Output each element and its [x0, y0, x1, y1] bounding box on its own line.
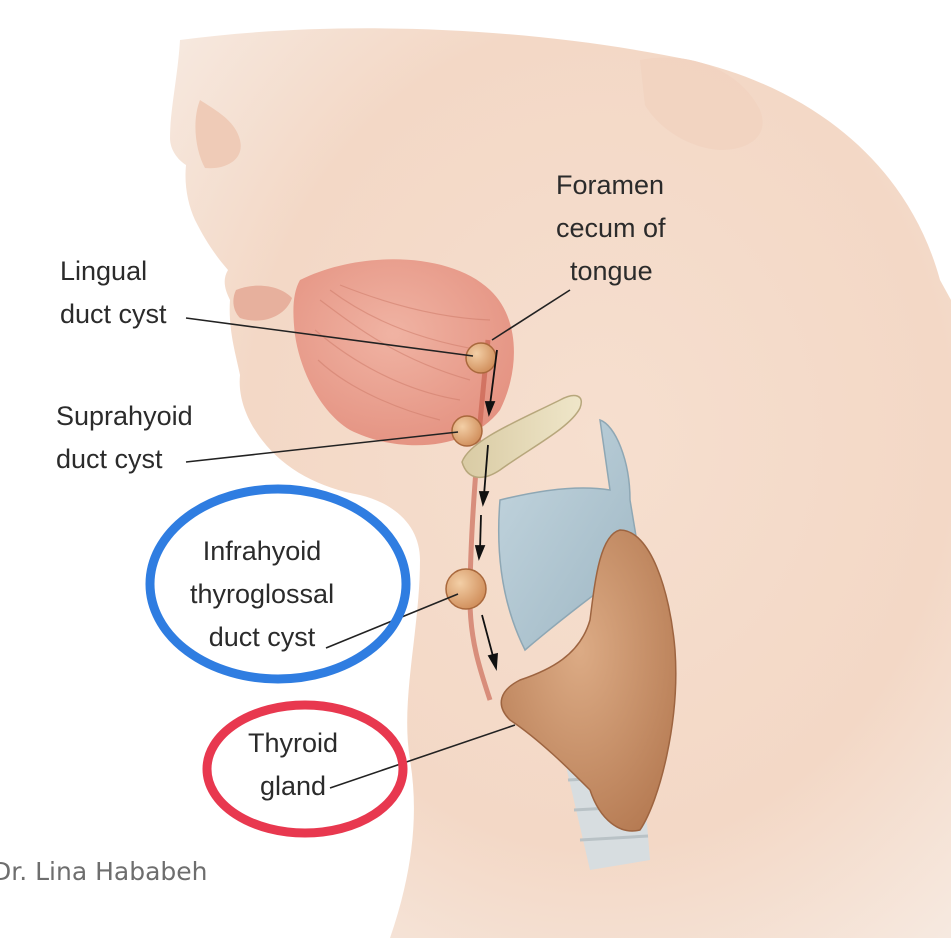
- label-lingual-duct-cyst: Lingual duct cyst: [60, 250, 167, 336]
- label-thyroid-gland: Thyroid gland: [248, 722, 338, 808]
- suprahyoid-cyst: [452, 416, 482, 446]
- label-suprahyoid-duct-cyst: Suprahyoid duct cyst: [56, 395, 193, 481]
- label-infrahyoid-cyst: Infrahyoid thyroglossal duct cyst: [190, 530, 334, 660]
- label-foramen-cecum: Foramen cecum of tongue: [556, 164, 666, 294]
- infrahyoid-cyst: [446, 569, 486, 609]
- author-credit: Dr. Lina Hababeh: [0, 857, 208, 886]
- lingual-cyst: [466, 343, 496, 373]
